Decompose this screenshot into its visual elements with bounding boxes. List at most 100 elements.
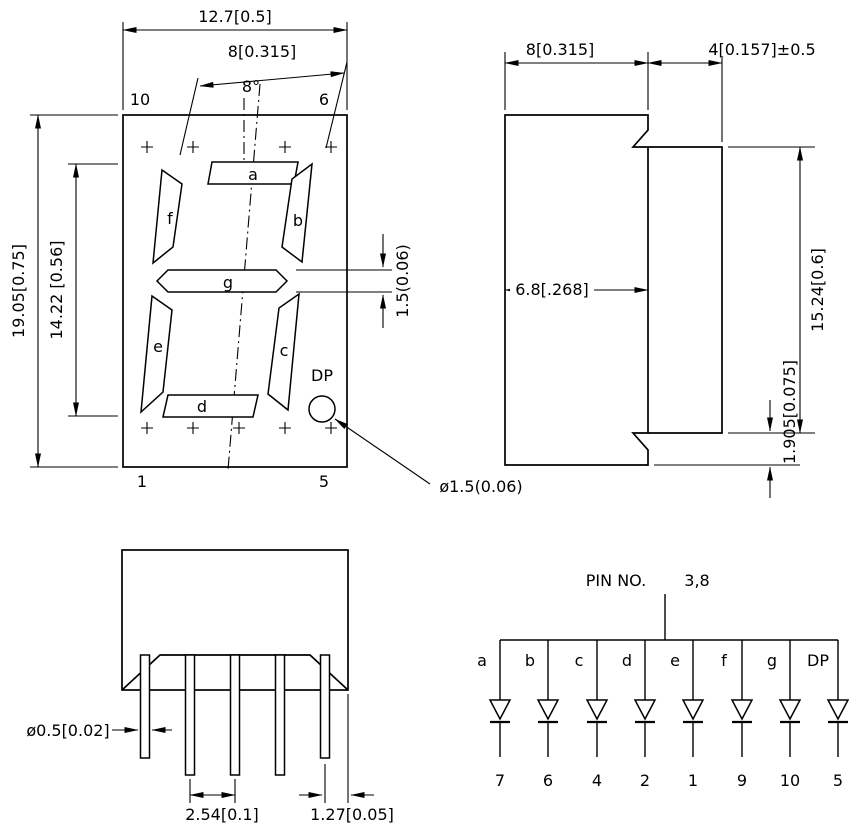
- dim-inner-depth-text: 6.8[.268]: [515, 280, 589, 299]
- alignment-cross: [325, 422, 337, 434]
- package-pins: [139, 654, 331, 776]
- dim-digit-height-text: 14.22 [0.56]: [47, 241, 66, 340]
- dim-inner-depth: 6.8[.268]: [504, 279, 649, 299]
- dim-digit-width-text: 8[0.315]: [228, 42, 296, 61]
- diode-branch-d: d 2: [622, 640, 657, 790]
- diode-segment-label: e: [670, 651, 680, 670]
- diode-branch-c: c 4: [575, 640, 609, 790]
- alignment-cross: [279, 422, 291, 434]
- dim-face-height: 15.24[0.6]: [728, 146, 827, 434]
- dim-overall-width-text: 12.7[0.5]: [198, 7, 272, 26]
- pin-lead: [229, 654, 241, 776]
- dim-dp-diameter: ø1.5(0.06): [334, 418, 523, 496]
- alignment-cross: [187, 422, 199, 434]
- diode-branch-e: e 1: [670, 640, 705, 790]
- pin-no-label: PIN NO.: [586, 571, 646, 590]
- segment-g-label: g: [223, 273, 233, 292]
- alignment-cross: [233, 422, 245, 434]
- dim-pin-edge-text: 1.27[0.05]: [310, 805, 394, 824]
- diode-triangle: [778, 699, 802, 721]
- diode-segment-label: DP: [807, 651, 829, 670]
- segment-d-shape: [162, 394, 259, 418]
- segment-b-label: b: [293, 211, 303, 230]
- text-background: [510, 279, 594, 299]
- alignment-cross: [325, 141, 337, 153]
- diode-pin-label: 6: [543, 771, 553, 790]
- dim-digit-height: 14.22 [0.56]: [47, 163, 118, 417]
- alignment-crosses: [141, 141, 337, 434]
- digit-segments: a f b g e c d: [140, 161, 313, 418]
- segment-e-shape: [140, 294, 173, 414]
- segment-c-shape: [267, 292, 300, 412]
- pin-lead: [139, 654, 151, 759]
- alignment-cross: [141, 422, 153, 434]
- extension-line: [179, 77, 199, 156]
- diode-triangle: [730, 699, 754, 721]
- diode-pin-label: 4: [592, 771, 602, 790]
- diode-triangle: [585, 699, 609, 721]
- diode-branch-b: b 6: [525, 640, 560, 790]
- diode-pin-label: 9: [737, 771, 747, 790]
- alignment-cross: [187, 141, 199, 153]
- pin-number-bottom-left: 1: [137, 472, 147, 491]
- diode-triangle: [681, 699, 705, 721]
- segment-e-label: e: [153, 337, 163, 356]
- diode-branch-a: a 7: [477, 640, 512, 790]
- leader-line: [334, 418, 431, 485]
- dim-digit-width: 8[0.315]: [179, 42, 348, 156]
- segment-c-label: c: [280, 341, 289, 360]
- extension-line: [325, 61, 348, 149]
- diode-segment-label: f: [721, 651, 727, 670]
- side-package-outline: [504, 114, 723, 466]
- alignment-cross: [141, 141, 153, 153]
- dim-pin-pitch: 2.54[0.1]: [185, 779, 259, 824]
- dim-overall-height: 19.05[0.75]: [9, 114, 118, 468]
- dim-pin-pitch-text: 2.54[0.1]: [185, 805, 259, 824]
- dim-seg-thickness-text: 1.5(0.06): [393, 244, 412, 318]
- dim-dp-diameter-text: ø1.5(0.06): [439, 477, 522, 496]
- pin-number-top-left: 10: [130, 90, 150, 109]
- diode-triangle: [536, 699, 560, 721]
- pin-number-top-right: 6: [319, 90, 329, 109]
- decimal-point-shape: [308, 395, 336, 423]
- segment-d-label: d: [197, 397, 207, 416]
- diode-segment-label: b: [525, 651, 535, 670]
- diode-branch-g: g 10: [767, 640, 802, 790]
- dim-face-depth-text: 4[0.157]±0.5: [708, 40, 815, 59]
- dim-pin-diameter-text: ø0.5[0.02]: [26, 721, 109, 740]
- diode-branch-dp: DP 5: [807, 640, 850, 790]
- segment-a-label: a: [248, 165, 258, 184]
- alignment-cross: [279, 141, 291, 153]
- dim-body-depth: 8[0.315]: [504, 40, 649, 110]
- pin-lead: [319, 654, 331, 759]
- circuit-diagram: PIN NO. 3,8 a 7 b 6 c 4: [477, 571, 850, 790]
- decimal-point-label: DP: [311, 366, 333, 385]
- dim-face-depth: 4[0.157]±0.5: [647, 40, 816, 142]
- diode-pin-label: 2: [640, 771, 650, 790]
- diode-pin-label: 10: [780, 771, 800, 790]
- pin-number-bottom-right: 5: [319, 472, 329, 491]
- dim-pin-edge: 1.27[0.05]: [299, 694, 394, 824]
- segment-f-label: f: [167, 209, 173, 228]
- pin-lead: [184, 654, 196, 776]
- diode-segment-label: c: [575, 651, 584, 670]
- diode-branch-f: f 9: [721, 640, 754, 790]
- dim-base-offset: 1.905[0.075]: [654, 360, 800, 498]
- segment-g-shape: [155, 269, 289, 293]
- bottom-view: ø0.5[0.02] 2.54[0.1] 1.27[0.05]: [26, 549, 394, 824]
- diode-pin-label: 5: [833, 771, 843, 790]
- diode-segment-label: a: [477, 651, 487, 670]
- front-package-outline: [122, 114, 348, 468]
- common-pins-label: 3,8: [684, 571, 709, 590]
- diode-segment-label: g: [767, 651, 777, 670]
- dimension-line: [199, 71, 345, 88]
- dim-body-depth-text: 8[0.315]: [526, 40, 594, 59]
- segment-b-shape: [281, 162, 313, 264]
- slant-angle-text: 8°: [242, 77, 260, 96]
- dim-pin-diameter: ø0.5[0.02]: [26, 721, 172, 740]
- segment-f-shape: [152, 168, 183, 265]
- diode-pin-label: 7: [495, 771, 505, 790]
- side-view: 8[0.315] 4[0.157]±0.5 6.8[.268] 15.24[0.…: [504, 40, 827, 498]
- dim-overall-height-text: 19.05[0.75]: [9, 244, 28, 338]
